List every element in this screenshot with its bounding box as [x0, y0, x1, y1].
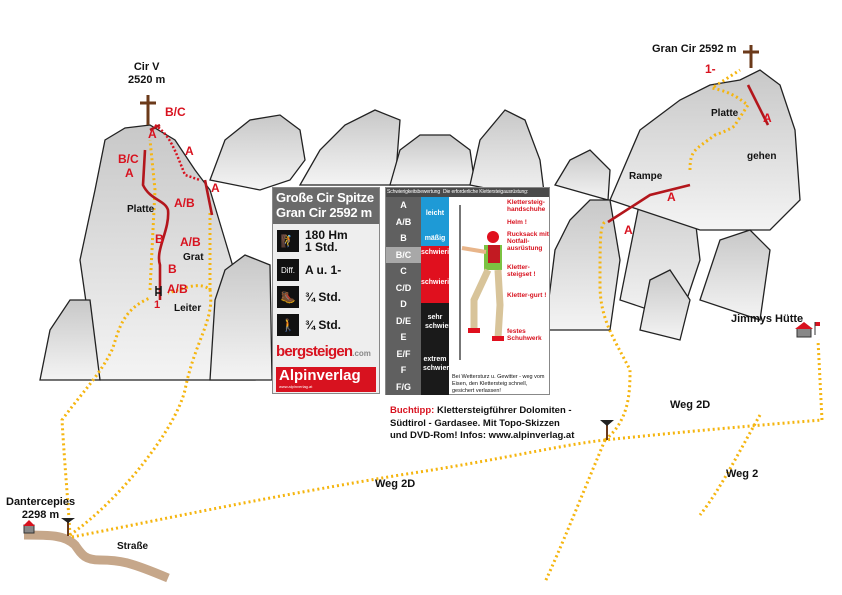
hut-jimmys-icon — [795, 322, 820, 338]
signpost-icon — [61, 420, 614, 536]
road-strasse — [23, 530, 170, 583]
grade-column: A A/B B B/C C C/D D D/E E E/F F F/G — [386, 197, 421, 395]
book-tip-label: Buchtipp: — [390, 405, 435, 416]
grade-e: E — [400, 332, 407, 342]
grade-label: A — [185, 144, 194, 158]
book-tip: Buchtipp: Klettersteigführer Dolomiten -… — [390, 405, 574, 443]
summit-cross-left-icon — [140, 95, 156, 125]
grade-label: A — [763, 111, 772, 125]
equipment-harness: Kletter-gurt ! — [507, 292, 547, 299]
grade-de: D/E — [395, 315, 411, 326]
climber-illustration — [459, 205, 504, 360]
route-dotted-bc — [154, 123, 201, 182]
equipment-shoes: festes Schuhwerk — [507, 328, 542, 342]
difficulty-row: Diff. A u. 1- — [277, 259, 341, 281]
grade-label: A — [148, 127, 157, 141]
grade-b: B — [400, 233, 407, 243]
grade-label: A — [624, 223, 633, 237]
grade-bc-selected: B/C — [386, 246, 421, 263]
grade-label: B/C — [165, 105, 186, 119]
difficulty-icon: Diff. — [277, 259, 299, 281]
grade-f: F — [400, 365, 407, 375]
grade-label: A/B — [167, 282, 188, 296]
equipment-backpack: Rucksack mit Notfall-ausrüstung — [507, 231, 549, 252]
terrain-label: Leiter — [174, 303, 202, 314]
via-ferrata-route — [141, 84, 770, 300]
book-tip-line[interactable]: und DVD-Rom! Infos: www.alpinverlag.at — [390, 430, 575, 441]
grade-c: C — [400, 266, 407, 276]
grade-label: A — [125, 166, 134, 180]
bergsteigen-logo: bergsteigen.com — [276, 343, 371, 360]
grade-label: B — [168, 262, 177, 276]
terrain-label: Platte — [711, 108, 739, 119]
grade-label: A — [211, 181, 220, 195]
ascent-time: 1 Std. — [305, 240, 338, 254]
grade-label: 1- — [705, 62, 716, 76]
peak-label-gran-cir: Gran Cir 2592 m — [652, 43, 737, 55]
hut-dantercepies-icon — [23, 520, 35, 534]
grade-ab: A/B — [395, 216, 412, 227]
grade-label: B — [155, 232, 164, 246]
title-line: Große Cir Spitze — [276, 190, 374, 205]
terrain-label: Platte — [127, 204, 155, 215]
grade-label: B/C — [118, 152, 139, 166]
descent-row: 🚶 ¾ Std. — [277, 314, 341, 336]
grade-fg: F/G — [396, 381, 411, 392]
grade-cd: C/D — [395, 282, 412, 293]
summit-cross-right-icon — [743, 45, 759, 68]
title-line: Gran Cir 2592 m — [276, 205, 372, 220]
path-label-strasse: Straße — [117, 541, 149, 552]
grade-d: D — [400, 299, 407, 309]
peak-name: Cir V — [133, 61, 160, 73]
peak-altitude: 2520 m — [128, 74, 166, 86]
grade-label: A/B — [180, 235, 201, 249]
book-tip-line: Klettersteigführer Dolomiten - — [436, 405, 572, 416]
hiker-down-icon: 🚶 — [277, 314, 299, 336]
ascent-height: 180 Hm — [305, 228, 348, 242]
equipment-via-ferrata-set: Kletter-steigset ! — [507, 264, 536, 278]
descent-time: ¾ Std. — [305, 318, 342, 332]
approach-time: ¾ Std. — [305, 290, 342, 304]
climber-icon: 🧗 — [277, 230, 299, 252]
ladder-icon — [155, 286, 162, 296]
grade-ef: E/F — [396, 348, 411, 359]
equipment-helmet: Helm ! — [507, 219, 527, 226]
weather-warning: Bei Wettersturz u. Gewitter - weg vom Ei… — [452, 374, 545, 394]
grade-a: A — [400, 200, 407, 210]
grade-label: A/B — [174, 196, 195, 210]
path-label-weg2d: Weg 2D — [670, 399, 711, 411]
grade-label: A — [667, 190, 676, 204]
path-label-weg2: Weg 2 — [726, 468, 759, 480]
location-jimmys-huette: Jimmys Hütte — [731, 313, 804, 325]
book-tip-line: Südtirol - Gardasee. Mit Topo-Skizzen — [390, 417, 560, 429]
location-name: Dantercepies — [6, 496, 76, 508]
location-altitude: 2298 m — [21, 509, 60, 521]
equipment-gloves: Klettersteig-handschuhe — [507, 199, 546, 213]
terrain-label: gehen — [747, 151, 777, 162]
difficulty-value: A u. 1- — [305, 263, 342, 277]
hiker-up-icon: 🥾 — [277, 286, 299, 308]
grade-label: 1 — [154, 299, 161, 311]
terrain-label: Grat — [183, 252, 204, 263]
terrain-label: Rampe — [629, 171, 663, 182]
trail-dotted — [60, 68, 824, 583]
approach-row: 🥾 ¾ Std. — [277, 286, 341, 308]
path-label-weg2d: Weg 2D — [375, 478, 416, 490]
